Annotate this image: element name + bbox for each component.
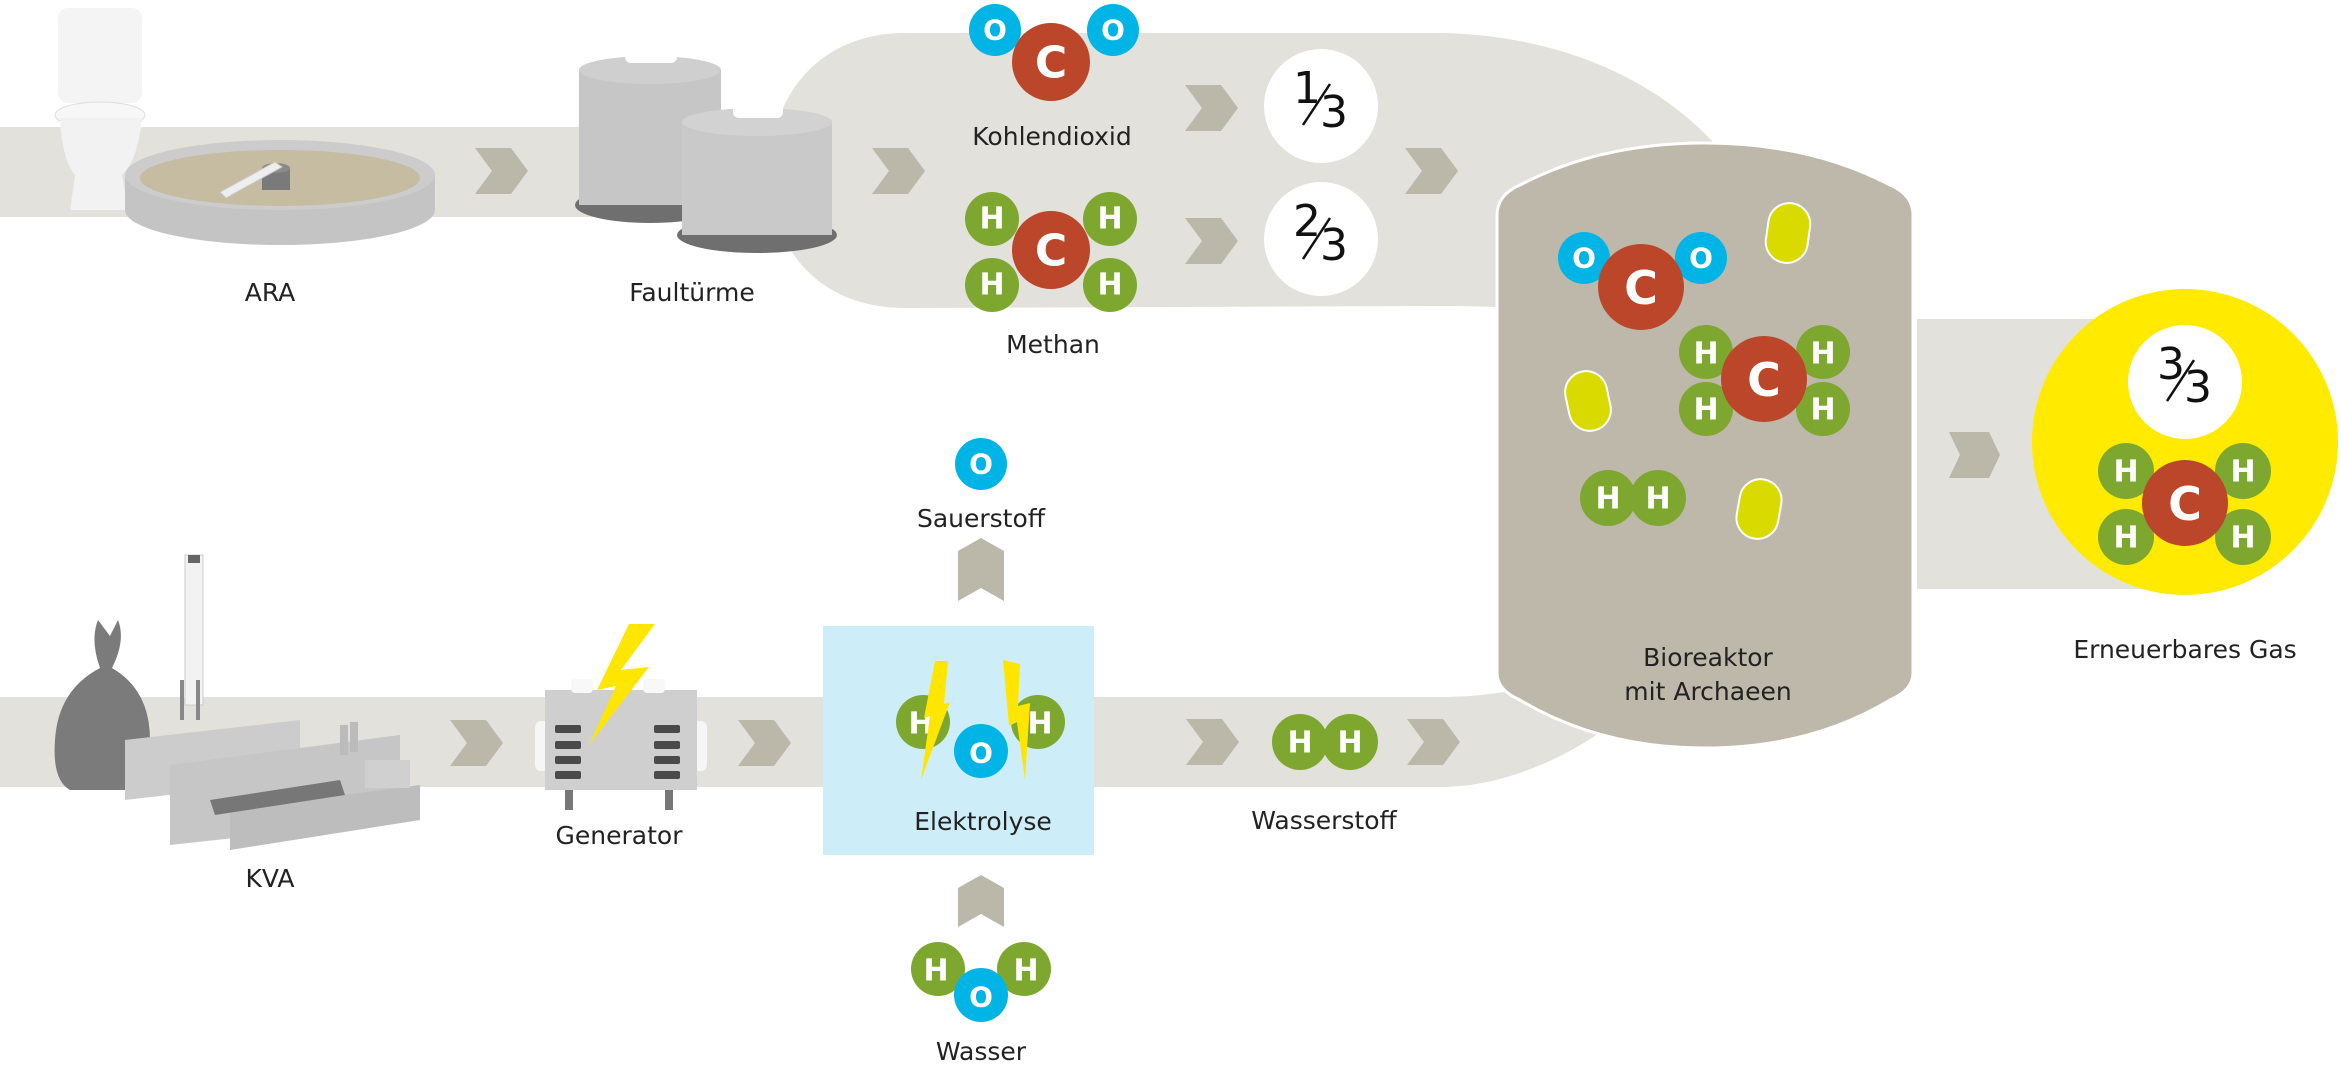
ara-label: ARA: [245, 278, 296, 307]
svg-text:H: H: [979, 268, 1004, 303]
svg-text:H: H: [1595, 482, 1620, 517]
svg-text:1: 1: [1293, 63, 1321, 114]
svg-text:H: H: [1027, 707, 1052, 742]
svg-text:3: 3: [2157, 339, 2185, 390]
electrolysis-label: Elektrolyse: [914, 807, 1052, 836]
ch4-molecule: H H H H C: [2098, 443, 2271, 565]
svg-text:H: H: [2230, 455, 2255, 490]
svg-text:C: C: [1035, 38, 1067, 89]
svg-text:C: C: [1624, 261, 1658, 315]
chevron-up-icon: [958, 875, 1004, 927]
lightning-icon: [1003, 660, 1030, 780]
svg-text:H: H: [1693, 393, 1718, 428]
svg-text:H: H: [1810, 393, 1835, 428]
digester-towers-icon: [575, 45, 837, 253]
bioreactor: O O C H H H H C H H Bioreaktor mit: [1495, 141, 1915, 750]
oxygen-atom: [1087, 4, 1139, 56]
carbon-atom: [1012, 23, 1090, 101]
water-label: Wasser: [936, 1037, 1027, 1062]
o2-molecule: O: [955, 438, 1007, 490]
bioreactor-label-line2: mit Archaeen: [1624, 677, 1791, 706]
lightning-icon: [589, 624, 655, 745]
chevron-right-icon: [1405, 148, 1458, 194]
generator-station: Generator: [535, 624, 707, 850]
chevron-right-icon: [738, 720, 791, 766]
chevron-right-icon: [872, 148, 925, 194]
generator-label: Generator: [556, 821, 684, 850]
fraction-ch4: 2 3: [1264, 182, 1378, 296]
o2-label: Sauerstoff: [917, 504, 1046, 533]
h2-molecule: H H: [1580, 470, 1686, 526]
svg-text:O: O: [1689, 242, 1713, 275]
svg-text:H: H: [1097, 202, 1122, 237]
upper-gas-band: [770, 33, 1720, 330]
chevron-right-icon: [475, 148, 528, 194]
faultuerme-label: Faultürme: [629, 278, 754, 307]
archaea-bacterium-icon: [1764, 202, 1812, 264]
chevron-right-icon: [1407, 719, 1460, 765]
flow-arrows: [450, 85, 2000, 927]
svg-text:H: H: [1287, 726, 1312, 761]
svg-text:C: C: [1035, 226, 1067, 277]
wastewater-treatment-icon: [125, 140, 435, 245]
water-molecule: H H O: [911, 942, 1051, 1022]
svg-text:H: H: [1810, 337, 1835, 372]
kva-label: KVA: [246, 864, 295, 893]
svg-text:H: H: [1645, 482, 1670, 517]
chevron-right-icon: [450, 720, 503, 766]
svg-text:H: H: [1013, 954, 1038, 989]
bioreactor-label-line1: Bioreaktor: [1643, 643, 1773, 672]
svg-text:H: H: [1693, 337, 1718, 372]
h2-molecule: H H: [1272, 714, 1378, 770]
svg-text:H: H: [2113, 521, 2138, 556]
archaea-bacterium-icon: [1564, 370, 1612, 432]
ch4-molecule: H H H H C: [1679, 325, 1850, 436]
kva-station: KVA: [54, 554, 420, 893]
co2-molecule: O O C: [969, 4, 1139, 101]
archaea-bacterium-icon: [1735, 478, 1783, 540]
h2-label: Wasserstoff: [1251, 806, 1397, 835]
carbon-atom: [1012, 211, 1090, 289]
co2-label: Kohlendioxid: [972, 122, 1131, 151]
ara-station: ARA: [54, 8, 435, 307]
svg-text:3: 3: [1320, 220, 1348, 271]
fraction-co2: 1 3: [1264, 49, 1378, 163]
svg-text:H: H: [1097, 268, 1122, 303]
svg-text:O: O: [969, 448, 993, 481]
svg-text:O: O: [969, 737, 993, 770]
chevron-right-icon: [1186, 719, 1239, 765]
svg-text:O: O: [969, 981, 993, 1014]
generator-icon: [535, 624, 707, 810]
svg-text:O: O: [983, 14, 1007, 47]
waste-incineration-plant-icon: [54, 554, 420, 850]
ch4-molecule: H H H H C: [965, 192, 1137, 312]
svg-text:H: H: [979, 202, 1004, 237]
svg-text:C: C: [1747, 353, 1781, 407]
chevron-right-icon: [1185, 218, 1238, 264]
renewable-gas-label: Erneuerbares Gas: [2073, 635, 2296, 664]
svg-text:3: 3: [1320, 87, 1348, 138]
svg-text:H: H: [2113, 455, 2138, 490]
ch4-label: Methan: [1006, 330, 1100, 359]
svg-text:O: O: [1101, 14, 1125, 47]
toilet-icon: [54, 8, 146, 210]
svg-text:C: C: [2168, 477, 2202, 531]
chevron-right-icon: [1949, 432, 2000, 478]
svg-text:O: O: [1572, 242, 1596, 275]
oxygen-atom: [969, 4, 1021, 56]
faultuerme-station: Faultürme: [575, 45, 837, 307]
svg-text:3: 3: [2184, 362, 2212, 413]
svg-text:H: H: [923, 954, 948, 989]
svg-text:H: H: [2230, 521, 2255, 556]
lightning-icon: [921, 661, 950, 780]
renewable-gas: 3 3 H H H H C Erneuerbares Gas: [2032, 289, 2338, 664]
chevron-right-icon: [1185, 85, 1238, 131]
chevron-up-icon: [958, 538, 1004, 601]
svg-text:H: H: [1337, 726, 1362, 761]
electrolysis-box: H H O Elektrolyse: [823, 626, 1094, 855]
co2-molecule: O O C: [1558, 232, 1727, 330]
